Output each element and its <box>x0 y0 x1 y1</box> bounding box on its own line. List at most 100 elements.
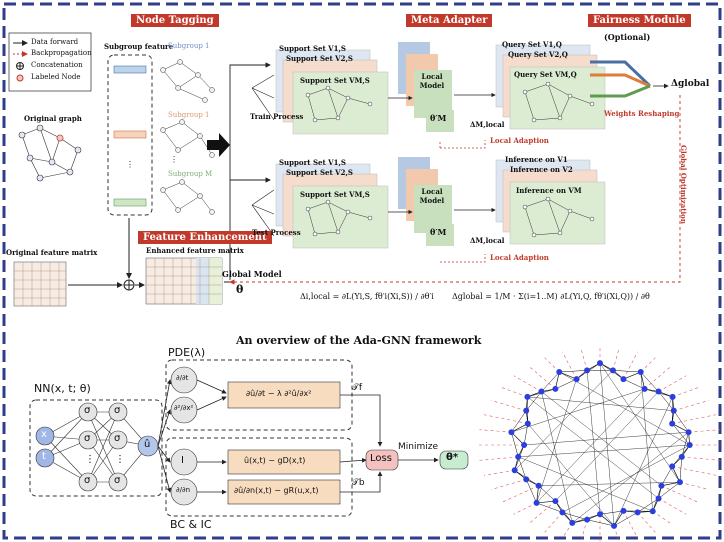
network-node <box>559 509 566 516</box>
query-set-2: Query Set V2,Q <box>508 50 568 59</box>
network-spoke <box>544 512 563 533</box>
query-stack <box>495 44 606 130</box>
network-edge <box>673 410 689 433</box>
network-edge <box>536 388 645 504</box>
subgroup-m-label: Subgroup M <box>168 170 213 178</box>
network-edge <box>536 379 577 503</box>
network-edge <box>555 378 577 390</box>
output-u-hat: û <box>144 439 151 450</box>
train-theta-m-label: θ′M <box>430 113 447 123</box>
network-edge <box>517 456 527 480</box>
network-edge <box>538 481 680 486</box>
network-edge <box>541 391 573 523</box>
global-theta-label: θ <box>236 283 244 296</box>
pde-label: PDE(λ) <box>168 346 206 359</box>
global-optimization-label: Global Optimization <box>679 145 688 224</box>
network-edge <box>599 363 615 526</box>
op-identity: I <box>181 455 184 466</box>
network-spoke <box>580 348 588 371</box>
network-node <box>655 388 662 395</box>
meta-adapter-tag: Meta Adapter <box>406 14 493 27</box>
formula-global: Δglobal = 1/M · Σ(i=1..M) ∂L(Yi,Q, fθ′i(… <box>452 292 650 301</box>
minimize-label: Minimize <box>398 442 438 452</box>
network-node <box>584 516 591 523</box>
network-spoke <box>688 429 721 433</box>
train-support-set-2: Support Set V2,S <box>286 54 353 63</box>
network-node <box>573 376 580 383</box>
network-spoke <box>580 519 588 542</box>
network-edge <box>672 423 689 433</box>
network-node <box>669 393 676 400</box>
network-edge <box>518 444 690 458</box>
network-node <box>686 442 693 448</box>
optional-label: (Optional) <box>604 32 651 42</box>
op-dxx: ∂²/∂x² <box>174 404 194 412</box>
network-edge <box>511 431 525 446</box>
subgroup-1-label: Subgroup 1 <box>168 42 210 50</box>
hidden-dots-2: ⋮ <box>115 454 125 465</box>
support-mini-graphs <box>305 85 373 237</box>
network-edge <box>658 481 681 499</box>
network-edge <box>613 396 673 526</box>
fairness-module-tag: Fairness Module <box>588 14 691 27</box>
network-node <box>523 407 530 414</box>
network-edge <box>661 481 680 487</box>
subgroup-dots: ⋮ <box>170 155 178 164</box>
network-spoke <box>501 387 528 398</box>
network-node <box>597 360 603 367</box>
network-node <box>676 479 683 486</box>
network-spoke <box>612 348 620 371</box>
nn-label: NN(x, t; θ) <box>34 382 91 395</box>
network-spoke <box>637 512 656 533</box>
test-support-set-2: Support Set V2,S <box>286 168 353 177</box>
query-mini-graphs <box>522 81 595 238</box>
network-node <box>533 499 540 506</box>
enhanced-feature-matrix-label: Enhanced feature matrix <box>146 246 244 255</box>
test-support-set-m: Support Set VM,S <box>300 190 370 199</box>
network-edge <box>525 479 537 504</box>
main-flow-arrow <box>207 133 230 157</box>
original-graph <box>18 124 82 182</box>
residual-d: û(x,t) − gD(x,t) <box>244 456 306 465</box>
network-spoke <box>483 470 515 476</box>
network-edge <box>538 485 556 502</box>
network-edge <box>640 371 659 392</box>
test-process-label: Test Process <box>252 228 301 237</box>
test-local-model-label: Local Model <box>419 187 445 205</box>
network-spoke <box>672 466 717 476</box>
network-edge <box>562 512 588 520</box>
residual-f: ∂û/∂t − λ ∂²û/∂x² <box>246 389 312 398</box>
legend-labeled-node-label: Labeled Node <box>31 73 81 81</box>
subgroup-feature-bars <box>113 65 147 207</box>
network-edge <box>599 362 681 483</box>
network-spoke <box>513 502 537 515</box>
network-spoke <box>479 456 519 461</box>
tb-label: 𝒯b <box>352 478 365 488</box>
network-node <box>515 453 522 460</box>
network-node <box>678 453 685 460</box>
original-graph-label: Original graph <box>24 114 82 123</box>
enhanced-feature-matrix <box>145 257 223 305</box>
loss-label: Loss <box>370 453 392 464</box>
formula-local: Δi,local = ∂L(Yi,S, fθ′i(Xi,S)) / ∂θ′i <box>300 292 434 301</box>
network-spoke <box>513 375 542 392</box>
network-spoke <box>652 511 672 525</box>
feature-dots: ⋮ <box>126 160 134 169</box>
network-edge <box>599 514 615 527</box>
test-theta-m-label: θ′M <box>430 227 447 237</box>
network-node <box>556 369 563 376</box>
network-node <box>511 467 518 474</box>
hidden-sigma-1: σ <box>84 405 91 416</box>
network-node <box>597 511 603 518</box>
theta-star-label: θ* <box>446 452 459 463</box>
test-local-adaption: Local Adaption <box>490 253 549 262</box>
residual-boxes <box>227 381 341 505</box>
network-node <box>620 507 627 514</box>
network-edge <box>679 456 683 483</box>
network-node <box>524 393 531 400</box>
network-node <box>535 482 542 489</box>
tf-label: 𝒯f <box>352 383 363 393</box>
network-edge <box>658 391 674 411</box>
network-edge <box>613 512 638 527</box>
